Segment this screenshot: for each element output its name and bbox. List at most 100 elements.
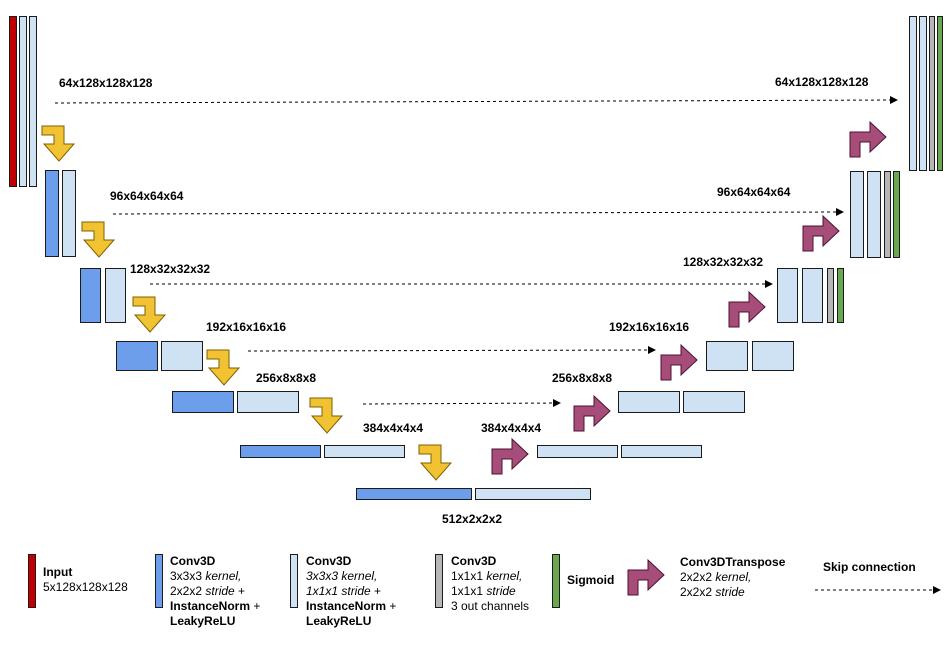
bottleneck-conv (475, 488, 591, 500)
label-decoder3: 128x32x32x32 (683, 255, 764, 269)
legend-input-shape: 5x128x128x128 (43, 580, 128, 594)
skip-connection-4 (247, 346, 656, 355)
label-encoder2: 96x64x64x64 (110, 189, 184, 203)
legend-conv-gray-kernel-word: kernel, (486, 569, 523, 583)
encoder3-conv (105, 268, 126, 323)
legend-conv-dark-kernel: 3x3x3 (170, 569, 206, 583)
legend-conv-dark-swatch (155, 554, 163, 608)
legend-input-swatch (28, 554, 36, 608)
decoder1-output-conv (929, 16, 935, 171)
legend-conv-dark-title: Conv3D (170, 554, 216, 568)
encoder3-down-conv (80, 268, 101, 323)
legend-transpose-stride: 2x2x2 (680, 585, 716, 599)
label-encoder3: 128x32x32x32 (130, 262, 211, 276)
legend-conv-dark-kernel-word: kernel, (205, 569, 242, 583)
input-block (9, 16, 17, 187)
up-arrow-1 (849, 121, 887, 158)
legend-sigmoid-text: Sigmoid (567, 573, 614, 588)
legend-conv-light-act: LeakyReLU (306, 614, 372, 628)
legend-conv-light-text: Conv3D 3x3x3 kernel, 1x1x1 stride + Inst… (306, 554, 396, 629)
decoder2-output-conv (884, 171, 891, 258)
legend-skip-text: Skip connection (823, 560, 916, 575)
legend-transpose-title: Conv3DTranspose (680, 555, 786, 569)
bottleneck-down-conv (356, 488, 472, 500)
skip-connection-1 (54, 96, 898, 105)
up-arrow-6 (491, 438, 529, 475)
legend-conv-light-plus1: + (370, 584, 382, 598)
legend-conv-gray-kernel: 1x1x1 (451, 569, 487, 583)
decoder2-sigmoid (893, 171, 900, 258)
label-encoder1: 64x128x128x128 (59, 76, 153, 90)
legend-conv-dark-plus2: + (250, 599, 261, 613)
decoder4-conv-b (752, 341, 794, 371)
encoder6-down-conv (240, 445, 321, 458)
skip-connection-2 (112, 208, 844, 217)
decoder1-sigmoid (937, 16, 943, 171)
legend-conv-dark-norm: InstanceNorm (170, 599, 251, 613)
legend-transpose-text: Conv3DTranspose 2x2x2 kernel, 2x2x2 stri… (680, 555, 785, 600)
down-arrow-5 (309, 397, 343, 434)
label-encoder6: 384x4x4x4 (363, 421, 424, 435)
label-decoder2: 96x64x64x64 (717, 185, 791, 199)
down-arrow-4 (206, 349, 240, 386)
legend-skip-title: Skip connection (823, 560, 916, 574)
legend-conv-dark-stride-word: stride (205, 584, 235, 598)
decoder5-conv-a (618, 391, 680, 413)
label-decoder1: 64x128x128x128 (775, 75, 869, 89)
decoder5-conv-b (683, 391, 745, 413)
legend-conv-light-norm: InstanceNorm (306, 599, 387, 613)
decoder6-conv-b (621, 445, 702, 458)
label-encoder4: 192x16x16x16 (206, 320, 287, 334)
legend-input-text: Input 5x128x128x128 (43, 565, 128, 595)
legend-conv-gray-title: Conv3D (451, 554, 497, 568)
skip-connection-5 (362, 399, 561, 408)
decoder2-conv-b (867, 171, 881, 258)
legend-conv-dark-stride: 2x2x2 (170, 584, 206, 598)
up-arrow-5 (573, 395, 611, 432)
encoder4-conv (161, 341, 203, 371)
label-decoder6: 384x4x4x4 (481, 421, 542, 435)
decoder1-conv-a (909, 16, 917, 171)
encoder1-conv-b (29, 16, 37, 187)
encoder6-conv (324, 445, 405, 458)
label-encoder5: 256x8x8x8 (256, 371, 317, 385)
legend-sigmoid-title: Sigmoid (567, 573, 615, 587)
legend-conv-light-title: Conv3D (306, 554, 352, 568)
encoder2-down-conv (45, 170, 59, 257)
label-decoder4: 192x16x16x16 (609, 320, 690, 334)
label-bottleneck: 512x2x2x2 (442, 512, 503, 526)
encoder1-conv-a (19, 16, 27, 187)
legend-conv-light-plus2: + (386, 599, 397, 613)
down-arrow-2 (81, 221, 115, 258)
decoder3-conv-b (802, 268, 823, 323)
legend-conv-gray-text: Conv3D 1x1x1 kernel, 1x1x1 stride 3 out … (451, 554, 529, 614)
decoder3-sigmoid (837, 268, 844, 323)
encoder5-down-conv (172, 391, 234, 413)
down-arrow-6 (418, 444, 452, 481)
decoder3-conv-a (777, 268, 798, 323)
down-arrow-3 (132, 296, 166, 333)
legend-input-title: Input (43, 565, 73, 579)
legend-conv-gray-stride: 1x1x1 (451, 584, 487, 598)
label-decoder5: 256x8x8x8 (552, 371, 613, 385)
legend-conv-gray-stride-word: stride (486, 584, 516, 598)
legend-conv-light-stride: 1x1x1 stride (306, 584, 371, 598)
legend-conv-light-kernel: 3x3x3 kernel, (306, 569, 378, 583)
legend-conv-dark-act: LeakyReLU (170, 614, 236, 628)
up-arrow-4 (660, 344, 698, 381)
up-arrow-2 (802, 215, 840, 252)
decoder3-output-conv (827, 268, 834, 323)
decoder4-conv-a (706, 341, 748, 371)
decoder2-conv-a (850, 171, 864, 258)
encoder4-down-conv (116, 341, 158, 371)
legend-conv-dark-text: Conv3D 3x3x3 kernel, 2x2x2 stride + Inst… (170, 554, 260, 629)
legend-transpose-kernel: 2x2x2 (680, 570, 716, 584)
legend-conv-light-swatch (290, 554, 298, 608)
legend-conv-gray-swatch (435, 554, 443, 608)
legend-transpose-arrow (627, 559, 665, 596)
legend-sigmoid-swatch (552, 554, 560, 608)
encoder2-conv (62, 170, 76, 257)
legend-transpose-stride-word: stride (715, 585, 745, 599)
decoder1-conv-b (919, 16, 927, 171)
